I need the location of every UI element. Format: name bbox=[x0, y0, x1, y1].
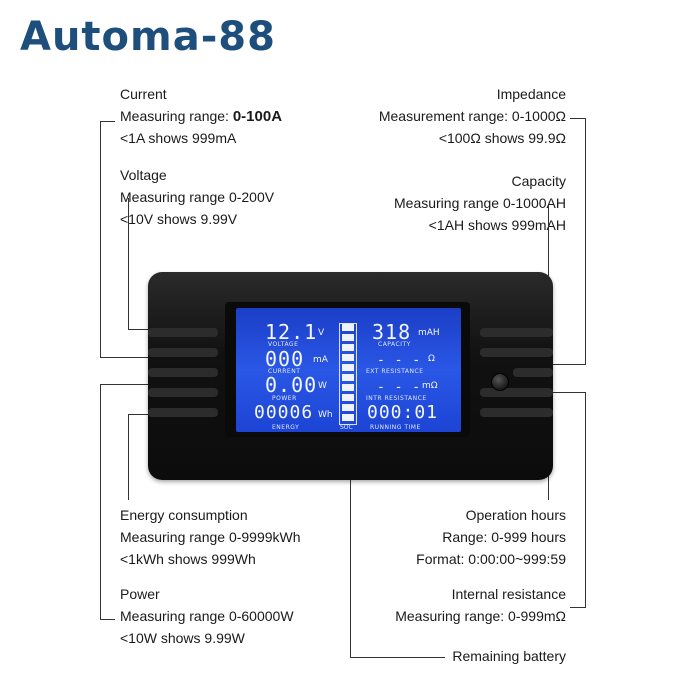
lcd-ext-res-unit: Ω bbox=[428, 354, 435, 364]
leader-battery-h bbox=[350, 657, 445, 658]
lcd-voltage-value: 12.1 bbox=[265, 320, 318, 344]
leader-power-v bbox=[100, 384, 101, 619]
impedance-range: Measurement range: 0-1000Ω bbox=[378, 108, 566, 124]
lcd-intr-res-unit: mΩ bbox=[422, 381, 438, 391]
remaining-battery-title: Remaining battery bbox=[452, 648, 566, 664]
internal-resistance-range: Measuring range: 0-999mΩ bbox=[395, 608, 566, 624]
battery-bar bbox=[342, 394, 354, 401]
lcd-current-value: 000 bbox=[265, 347, 305, 371]
lcd-energy-unit: Wh bbox=[318, 410, 333, 420]
capacity-title: Capacity bbox=[511, 173, 566, 189]
capacity-note: <1AH shows 999mAH bbox=[428, 217, 566, 233]
brand-logo: Automa-88 bbox=[20, 14, 276, 60]
capacity-range: Measuring range 0-1000AH bbox=[394, 195, 566, 211]
lcd-current-unit: mA bbox=[313, 355, 328, 365]
leader-voltage-v bbox=[128, 198, 129, 329]
vent-left-3 bbox=[148, 368, 218, 377]
vent-right-3 bbox=[513, 368, 553, 377]
vent-left-2 bbox=[148, 348, 218, 357]
battery-bar bbox=[342, 364, 354, 371]
vent-left-4 bbox=[148, 388, 218, 397]
lcd-power-unit: W bbox=[318, 381, 327, 391]
power-range: Measuring range 0-60000W bbox=[120, 608, 294, 624]
impedance-note: <100Ω shows 99.9Ω bbox=[438, 130, 566, 146]
power-note: <10W shows 9.99W bbox=[120, 630, 245, 646]
power-title: Power bbox=[120, 586, 160, 602]
battery-bar bbox=[342, 344, 354, 351]
battery-bar bbox=[342, 404, 354, 411]
voltage-range: Measuring range 0-200V bbox=[120, 189, 275, 205]
vent-left-5 bbox=[148, 408, 218, 417]
lcd-capacity-value: 318 bbox=[372, 320, 412, 344]
lcd-runtime-label: RUNNING TIME bbox=[370, 424, 421, 431]
energy-title: Energy consumption bbox=[120, 507, 248, 523]
operation-hours-title: Operation hours bbox=[465, 507, 566, 523]
lcd-intr-res-value: - - - bbox=[377, 380, 422, 395]
battery-bar bbox=[342, 334, 354, 341]
lcd-ext-res-label: EXT RESISTANCE bbox=[366, 368, 424, 375]
operation-hours-range: Range: 0-999 hours bbox=[442, 529, 566, 545]
lcd-current-label: CURRENT bbox=[268, 368, 301, 375]
lcd-energy-value: 00006 bbox=[254, 402, 314, 423]
internal-resistance-title: Internal resistance bbox=[451, 586, 566, 602]
lcd-capacity-label: CAPACITY bbox=[378, 341, 411, 348]
leader-capacity-v bbox=[548, 205, 549, 330]
battery-bar bbox=[342, 414, 354, 421]
voltage-note: <10V shows 9.99V bbox=[120, 211, 238, 227]
battery-bar bbox=[342, 324, 354, 331]
impedance-title: Impedance bbox=[496, 86, 566, 102]
vent-right-4 bbox=[480, 388, 553, 397]
control-button[interactable] bbox=[491, 373, 509, 391]
battery-bar bbox=[342, 384, 354, 391]
lcd-intr-res-label: INTR RESISTANCE bbox=[366, 395, 427, 402]
energy-note: <1kWh shows 999Wh bbox=[120, 551, 256, 567]
vent-right-2 bbox=[480, 348, 553, 357]
lcd-power-label: POWER bbox=[272, 395, 297, 402]
current-range: Measuring range: 0-100A bbox=[120, 106, 282, 127]
energy-range: Measuring range 0-9999kWh bbox=[120, 529, 301, 545]
lcd-power-value: 0.00 bbox=[265, 373, 318, 397]
vent-right-5 bbox=[480, 408, 553, 417]
leader-power-h2 bbox=[100, 619, 115, 620]
current-note: <1A shows 999mA bbox=[120, 130, 237, 146]
lcd-energy-label: ENERGY bbox=[272, 424, 300, 431]
current-title: Current bbox=[120, 86, 167, 102]
current-range-label: Measuring range: bbox=[120, 108, 233, 124]
leader-energy-v bbox=[128, 414, 129, 500]
lcd-voltage-label: VOLTAGE bbox=[268, 341, 299, 348]
operation-hours-format: Format: 0:00:00~999:59 bbox=[416, 551, 566, 567]
lcd-capacity-unit: mAH bbox=[418, 328, 440, 338]
vent-left-1 bbox=[148, 328, 218, 337]
leader-impedance-v bbox=[585, 118, 586, 364]
leader-current-v bbox=[100, 121, 101, 357]
battery-bar bbox=[342, 374, 354, 381]
battery-bar bbox=[342, 354, 354, 361]
leader-battery-v bbox=[350, 430, 351, 657]
current-range-value: 0-100A bbox=[232, 108, 283, 125]
lcd-voltage-unit: V bbox=[318, 328, 325, 338]
lcd-soc-label: SOC bbox=[340, 424, 353, 431]
vent-right-1 bbox=[480, 328, 553, 337]
leader-impedance-h1 bbox=[570, 118, 585, 119]
leader-intr-v bbox=[585, 392, 586, 607]
lcd-ext-res-value: - - - bbox=[377, 353, 422, 368]
leader-intr-h2 bbox=[570, 607, 586, 608]
voltage-title: Voltage bbox=[120, 167, 167, 183]
lcd-runtime-value: 000:01 bbox=[367, 402, 439, 423]
leader-current-h1 bbox=[100, 121, 115, 122]
lcd-battery-gauge bbox=[339, 323, 357, 425]
